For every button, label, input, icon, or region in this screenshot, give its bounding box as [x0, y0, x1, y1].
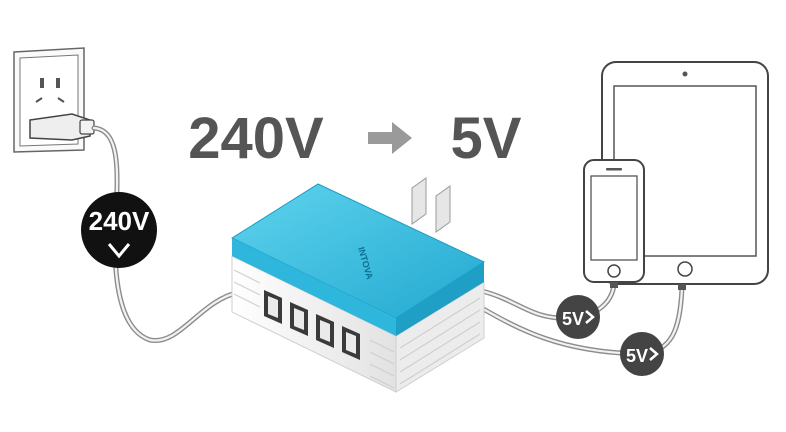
usb-port — [342, 326, 360, 360]
headline-output-voltage: 5V — [451, 106, 522, 171]
headline-input-voltage: 240V — [188, 106, 324, 171]
usb-port — [264, 290, 282, 324]
output-voltage-label: 5V — [562, 309, 584, 329]
arrow-right-icon — [368, 122, 412, 154]
smartphone — [583, 159, 645, 288]
usb-port — [316, 314, 334, 348]
input-voltage-label: 240V — [89, 206, 150, 236]
usb-ports — [264, 290, 360, 360]
chevron-down-icon — [107, 243, 131, 259]
usb-charger: INTOVA — [230, 177, 486, 393]
input-voltage-badge: 240V — [81, 192, 157, 268]
output-voltage-badge: 5V — [620, 332, 664, 376]
wall-outlet — [13, 47, 95, 153]
output-voltage-label: 5V — [626, 346, 648, 366]
charger-prongs — [411, 177, 451, 233]
usb-port — [290, 302, 308, 336]
output-voltage-badge: 5V — [556, 295, 600, 339]
chevron-right-icon — [585, 310, 595, 324]
chevron-right-icon — [649, 347, 659, 361]
